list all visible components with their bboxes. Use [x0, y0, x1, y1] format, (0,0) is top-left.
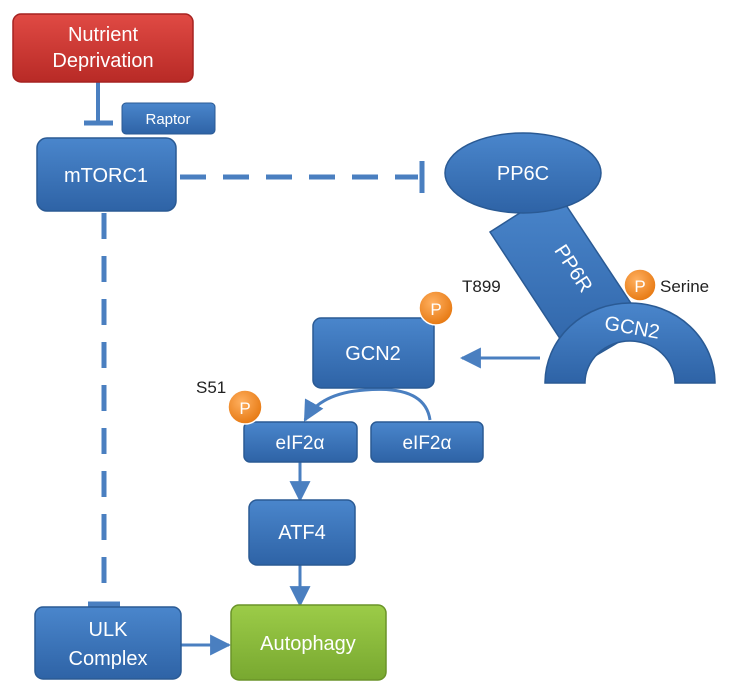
autophagy-label: Autophagy — [260, 633, 356, 655]
node-eif2a: eIF2α — [370, 421, 484, 463]
nutrient-deprivation-label-line2: Deprivation — [52, 50, 153, 72]
node-nutrient-deprivation: Nutrient Deprivation — [12, 13, 194, 83]
node-pp6c: PP6C — [444, 132, 602, 214]
phospho-s51-symbol: P — [239, 399, 250, 418]
atf4-label: ATF4 — [278, 522, 325, 544]
phospho-serine: P — [623, 268, 657, 302]
eif2a-phos-label: eIF2α — [275, 433, 324, 454]
node-gcn2-complex: GCN2 — [544, 302, 716, 384]
eif2a-label: eIF2α — [402, 433, 451, 454]
phospho-s51: P — [227, 389, 263, 425]
node-atf4: ATF4 — [248, 499, 356, 566]
node-ulk-complex: ULK Complex — [34, 606, 182, 680]
s51-label: S51 — [196, 378, 226, 397]
node-raptor: Raptor — [121, 102, 216, 135]
pp6c-label: PP6C — [497, 163, 549, 185]
ulk-complex-label-line2: Complex — [69, 648, 148, 670]
node-gcn2: GCN2 — [312, 317, 435, 389]
ulk-complex-label-line1: ULK — [89, 619, 129, 641]
phospho-t899-symbol: P — [430, 300, 441, 319]
arrow-eif2a-phosphorylation — [303, 387, 432, 422]
node-eif2a-phosphorylated: eIF2α — [243, 421, 358, 463]
t899-label: T899 — [462, 277, 501, 296]
mtorc1-label: mTORC1 — [64, 165, 148, 187]
raptor-label: Raptor — [145, 111, 190, 128]
nutrient-deprivation-label-line1: Nutrient — [68, 24, 138, 46]
phospho-t899: P — [418, 290, 454, 326]
node-mtorc1: mTORC1 — [36, 137, 177, 212]
gcn2-label: GCN2 — [345, 343, 401, 365]
node-autophagy: Autophagy — [230, 604, 387, 681]
serine-label: Serine — [660, 277, 709, 296]
phospho-serine-symbol: P — [634, 277, 645, 296]
